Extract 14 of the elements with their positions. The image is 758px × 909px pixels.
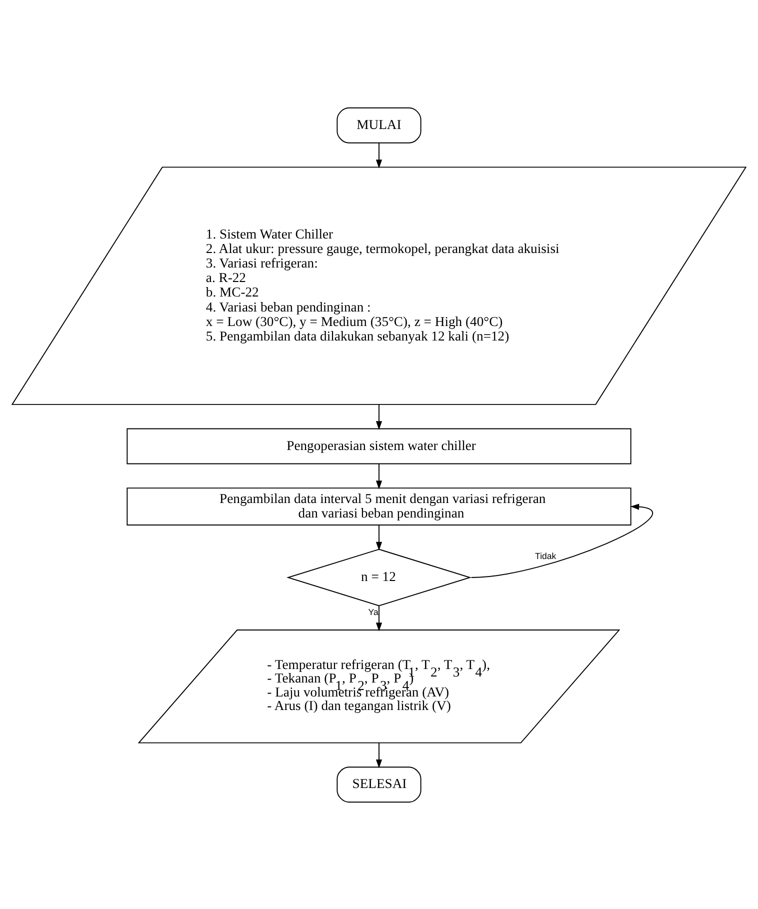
node-box: SELESAI — [336, 766, 422, 802]
edge-label: Ya — [368, 606, 378, 617]
edge-label: Tidak — [535, 550, 556, 560]
arrow — [376, 742, 382, 768]
node-box: MULAI — [336, 106, 422, 143]
node-diamond: n = 12 — [286, 548, 472, 606]
arrow — [376, 462, 382, 489]
node-box: Pengoperasian sistem water chiller — [126, 428, 632, 464]
arrow — [376, 142, 382, 168]
arrow — [376, 604, 382, 631]
arrow — [376, 524, 382, 550]
node-box: Pengambilan data interval 5 menit dengan variasi refrigeran dan variasi beban pendinginan — [126, 487, 632, 525]
arrow — [376, 403, 382, 430]
arrow — [470, 503, 654, 578]
